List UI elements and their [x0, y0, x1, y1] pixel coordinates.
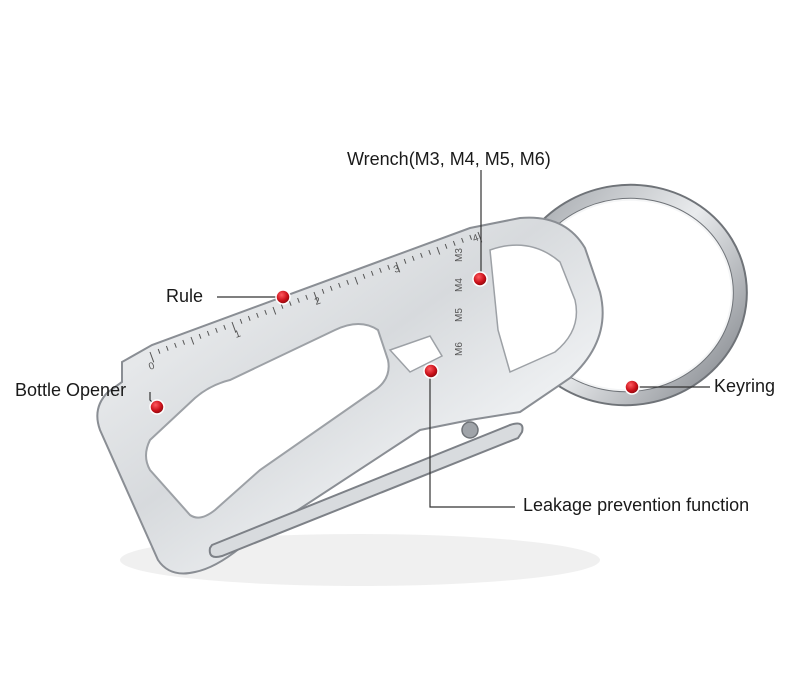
ruler-tick — [280, 303, 284, 309]
wrench-size-markings: M3 M4 M5 M6 — [454, 248, 465, 356]
ruler-tick — [379, 267, 382, 273]
ruler-tick — [403, 258, 407, 264]
ruler-tick — [165, 345, 169, 351]
bottle-opener-label: Bottle Opener — [15, 380, 127, 400]
ruler-tick — [321, 288, 325, 294]
callout-markers — [149, 271, 640, 415]
marker-bottle-dot — [149, 399, 165, 415]
ruler-tick — [272, 306, 277, 315]
leader-lines — [149, 170, 710, 508]
marker-rule-dot — [275, 289, 291, 305]
wrench-label: Wrench(M3, M4, M5, M6) — [347, 149, 551, 169]
ruler-mark: 0 — [147, 360, 156, 372]
ruler-tick — [444, 243, 448, 249]
ruler-tick — [469, 234, 472, 240]
carabiner-body — [96, 216, 604, 575]
ruler-mark: 4 — [471, 232, 480, 244]
ruler-mark: 2 — [313, 295, 322, 307]
ruler-tick — [428, 249, 431, 255]
ruler-tick — [329, 285, 333, 291]
ruler-tick — [206, 330, 210, 336]
ruler-tick — [157, 348, 161, 354]
ruler-tick — [149, 351, 155, 363]
ruler-tick — [223, 324, 226, 330]
ruler-tick — [215, 327, 218, 333]
ruler-tick — [288, 300, 292, 306]
ruler-tick — [420, 252, 423, 258]
ruler-tick — [264, 309, 267, 315]
ruler-tick — [182, 339, 185, 345]
ruler-tick — [395, 261, 401, 273]
ruler-tick — [338, 282, 341, 288]
ruler-numbers: 0 1 2 3 4 — [147, 232, 480, 372]
wrench-size: M4 — [454, 278, 465, 292]
keyring-label: Keyring — [714, 376, 776, 396]
ruler-tick — [256, 312, 259, 318]
leader-leakage — [429, 372, 515, 508]
ruler-tick — [452, 240, 456, 246]
ruler-tick — [461, 237, 464, 243]
wrench-size: M3 — [454, 248, 465, 262]
ruler-tick — [436, 246, 441, 255]
ruler-tick — [247, 315, 251, 321]
wrench-size: M6 — [454, 342, 465, 356]
ruler-tick — [190, 336, 195, 345]
marker-leakage-dot — [423, 363, 439, 379]
ruler-tick — [387, 264, 390, 270]
ruler-tick — [297, 297, 300, 303]
marker-wrench-dot — [472, 271, 488, 287]
ruler-tick — [198, 333, 202, 339]
gate-wire — [208, 421, 524, 558]
leakage-prevention-label: Leakage prevention function — [523, 495, 750, 515]
ruler-ticks — [149, 231, 483, 363]
ruler-tick — [239, 318, 243, 324]
rule-label: Rule — [166, 286, 204, 306]
ruler-tick — [411, 255, 415, 261]
ruler-tick — [174, 342, 177, 348]
ruler-tick — [362, 273, 366, 279]
ruler-mark: 1 — [233, 328, 242, 340]
ruler-tick — [346, 279, 349, 285]
ruler-tick — [313, 291, 319, 303]
ruler-tick — [305, 294, 308, 300]
ruler-tick — [354, 276, 359, 285]
ruler-mark: 3 — [392, 263, 401, 275]
ruler-tick — [370, 270, 374, 276]
wrench-size: M5 — [454, 308, 465, 322]
marker-keyring-dot — [624, 379, 640, 395]
ruler-tick — [231, 321, 237, 333]
